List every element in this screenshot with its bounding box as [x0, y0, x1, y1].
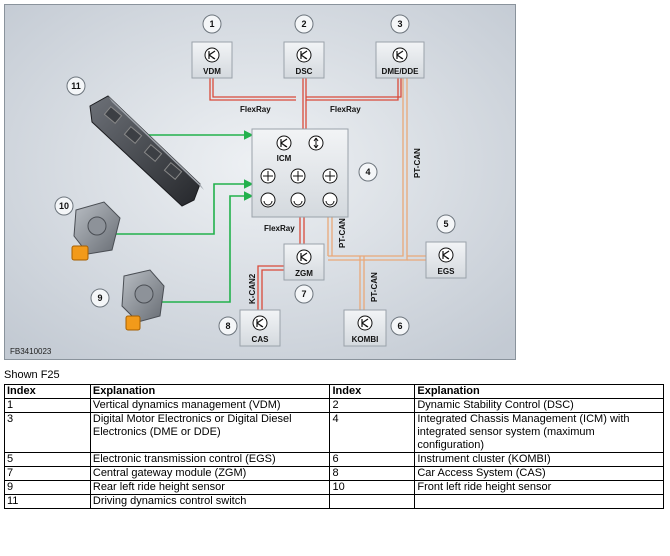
- legend-header-index: Index: [329, 384, 416, 399]
- legend-explanation: Driving dynamics control switch: [89, 494, 331, 509]
- index-marker-1: 1: [209, 19, 214, 29]
- node-label-zgm: ZGM: [295, 269, 313, 278]
- index-marker-7: 7: [301, 289, 306, 299]
- legend-header-explanation: Explanation: [414, 384, 664, 399]
- rotation-icon: [260, 192, 338, 208]
- vertical-arrows-icon: [308, 135, 324, 151]
- legend-explanation: Dynamic Stability Control (DSC): [414, 398, 664, 413]
- node-icm: ICM: [251, 128, 349, 218]
- index-marker-5: 5: [443, 219, 448, 229]
- ptcan-bus: [327, 76, 434, 312]
- index-marker-9: 9: [97, 293, 102, 303]
- index-marker-10: 10: [59, 201, 69, 211]
- index-marker-11: 11: [71, 81, 81, 91]
- rear-ride-height-sensor-image: [121, 269, 165, 331]
- node-dme-dde: DME/DDE: [375, 41, 425, 79]
- flexray-top-bus: [209, 76, 402, 244]
- node-kombi: KOMBI: [343, 309, 387, 347]
- node-egs: EGS: [425, 241, 467, 279]
- node-zgm: ZGM: [283, 243, 325, 281]
- legend-header-index: Index: [4, 384, 91, 399]
- index-marker-3: 3: [397, 19, 402, 29]
- legend-header-explanation: Explanation: [89, 384, 331, 399]
- node-label-dsc: DSC: [296, 67, 313, 76]
- node-cas: CAS: [239, 309, 281, 347]
- control-unit-icon: [296, 249, 312, 265]
- bus-label-flexray-left: FlexRay: [240, 105, 271, 114]
- control-unit-icon: [357, 315, 373, 331]
- bus-label-ptcan-zgm: PT-CAN: [338, 218, 347, 248]
- node-dsc: DSC: [283, 41, 325, 79]
- legend-index: 4: [329, 412, 416, 453]
- legend-header-row: Index Explanation Index Explanation: [4, 384, 664, 399]
- figure-id: FB3410023: [10, 347, 52, 356]
- driving-dynamics-switch-image: [89, 95, 204, 207]
- legend-explanation: Car Access System (CAS): [414, 466, 664, 481]
- legend-index: 10: [329, 480, 416, 495]
- front-ride-height-sensor-image: [71, 201, 121, 261]
- control-unit-icon: [276, 135, 292, 151]
- figure-caption: Shown F25: [4, 369, 60, 381]
- node-label-kombi: KOMBI: [352, 335, 379, 344]
- legend-index: 5: [4, 452, 91, 467]
- node-label-cas: CAS: [252, 335, 270, 344]
- system-diagram: VDM DSC DME/DDE ICM ZGM: [4, 4, 516, 360]
- legend-index: 7: [4, 466, 91, 481]
- node-label-dme: DME/DDE: [382, 67, 420, 76]
- legend-index: 2: [329, 398, 416, 413]
- bus-label-ptcan-kombi: PT-CAN: [370, 272, 379, 302]
- index-marker-2: 2: [301, 19, 306, 29]
- node-label-vdm: VDM: [203, 67, 221, 76]
- table-row: 1 Vertical dynamics management (VDM) 2 D…: [4, 398, 664, 413]
- legend-explanation: Integrated Chassis Management (ICM) with…: [414, 412, 664, 453]
- index-marker-4: 4: [365, 167, 370, 177]
- control-unit-icon: [252, 315, 268, 331]
- node-label-egs: EGS: [438, 267, 456, 276]
- control-unit-icon: [392, 47, 408, 63]
- legend-explanation: Electronic transmission control (EGS): [89, 452, 331, 467]
- control-unit-icon: [438, 247, 454, 263]
- table-row: 3 Digital Motor Electronics or Digital D…: [4, 412, 664, 453]
- bus-label-ptcan-right: PT-CAN: [413, 148, 422, 178]
- control-unit-icon: [296, 47, 312, 63]
- legend-index: 6: [329, 452, 416, 467]
- legend-explanation: [414, 494, 664, 509]
- control-unit-icon: [204, 47, 220, 63]
- index-markers: 1 2 3 4 5 6 7 8 9 10 11: [54, 14, 456, 336]
- bus-label-kcan2: K-CAN2: [248, 273, 257, 304]
- legend-explanation: Vertical dynamics management (VDM): [89, 398, 331, 413]
- bus-label-flexray-lower: FlexRay: [264, 224, 295, 233]
- bus-label-flexray-right: FlexRay: [330, 105, 361, 114]
- kcan2-bus: [257, 265, 286, 312]
- table-row: 9 Rear left ride height sensor 10 Front …: [4, 480, 664, 495]
- legend-index: 1: [4, 398, 91, 413]
- sensor-links: [88, 130, 254, 303]
- index-marker-8: 8: [225, 321, 230, 331]
- legend-index: 8: [329, 466, 416, 481]
- legend-explanation: Digital Motor Electronics or Digital Die…: [89, 412, 331, 453]
- index-marker-6: 6: [397, 321, 402, 331]
- legend-explanation: Front left ride height sensor: [414, 480, 664, 495]
- cross-arrows-icon: [260, 168, 338, 184]
- legend-index: 11: [4, 494, 91, 509]
- legend-index: 9: [4, 480, 91, 495]
- legend-index: 3: [4, 412, 91, 453]
- legend-explanation: Rear left ride height sensor: [89, 480, 331, 495]
- legend-table: Index Explanation Index Explanation 1 Ve…: [4, 384, 664, 509]
- legend-explanation: Central gateway module (ZGM): [89, 466, 331, 481]
- table-row: 7 Central gateway module (ZGM) 8 Car Acc…: [4, 466, 664, 481]
- node-vdm: VDM: [191, 41, 233, 79]
- node-label-icm: ICM: [277, 154, 292, 163]
- legend-index: [329, 494, 416, 509]
- table-row: 5 Electronic transmission control (EGS) …: [4, 452, 664, 467]
- table-row: 11 Driving dynamics control switch: [4, 494, 664, 509]
- legend-explanation: Instrument cluster (KOMBI): [414, 452, 664, 467]
